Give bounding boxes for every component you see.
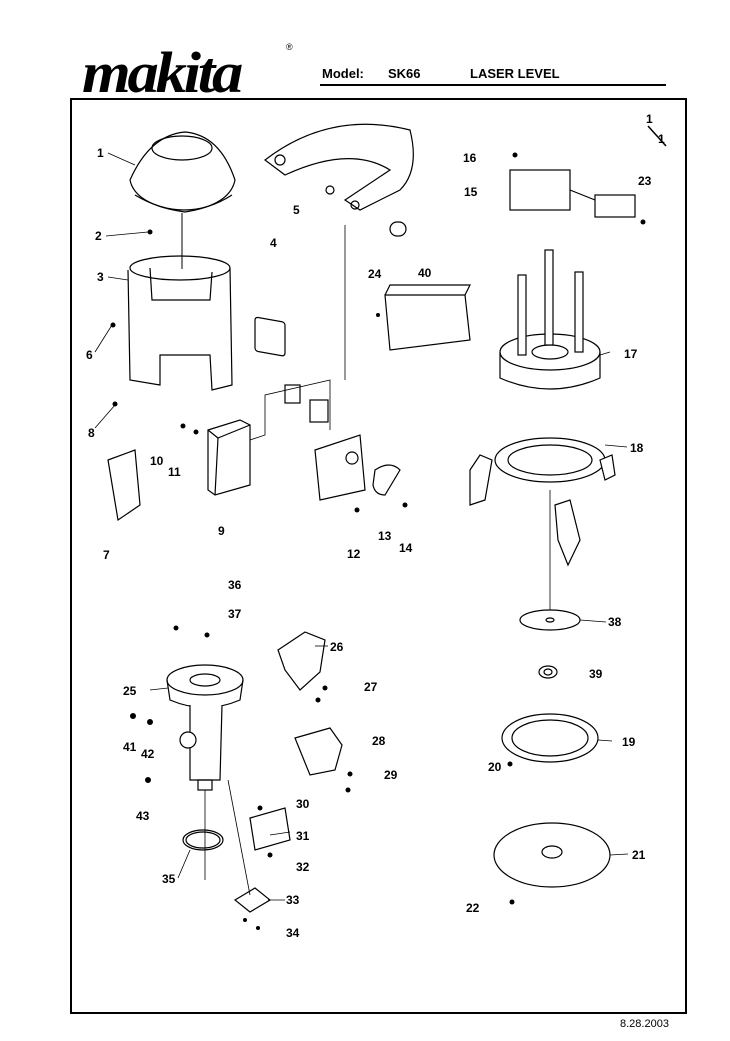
sheet-indicator: 1 1 bbox=[640, 112, 670, 152]
model-value: SK66 bbox=[388, 66, 421, 81]
part-label: 32 bbox=[296, 860, 310, 874]
sheet-number: 1 bbox=[646, 112, 653, 126]
part-label: 16 bbox=[463, 151, 477, 165]
part-label: 11 bbox=[168, 465, 181, 479]
part-label: 24 bbox=[368, 267, 382, 281]
part-housing bbox=[127, 255, 233, 391]
part-cap bbox=[129, 131, 236, 213]
part-label: 19 bbox=[622, 735, 636, 749]
header-underline bbox=[320, 84, 666, 86]
part-label: 2 bbox=[95, 229, 102, 243]
part-main-body bbox=[166, 664, 244, 791]
brand-wordmark: makita bbox=[82, 40, 243, 105]
product-name: LASER LEVEL bbox=[470, 66, 560, 81]
part-label: 12 bbox=[347, 547, 361, 561]
part-label: 28 bbox=[372, 734, 386, 748]
sheet-total: 1 bbox=[658, 132, 665, 146]
model-label: Model: bbox=[322, 66, 364, 81]
part-label: 29 bbox=[384, 768, 398, 782]
part-label: 37 bbox=[228, 607, 242, 621]
part-label: 27 bbox=[364, 680, 378, 694]
part-label: 21 bbox=[632, 848, 646, 862]
part-label: 9 bbox=[218, 524, 225, 538]
part-strap bbox=[264, 123, 414, 211]
part-label: 35 bbox=[162, 872, 176, 886]
part-label: 20 bbox=[488, 760, 502, 774]
part-label: 42 bbox=[141, 747, 155, 761]
part-label: 30 bbox=[296, 797, 310, 811]
part-label: 18 bbox=[630, 441, 644, 455]
part-label: 13 bbox=[378, 529, 392, 543]
registered-mark: ® bbox=[286, 42, 293, 52]
part-label: 7 bbox=[103, 548, 110, 562]
part-tripod-ring bbox=[469, 437, 616, 567]
part-label: 33 bbox=[286, 893, 300, 907]
part-label: 1 bbox=[97, 146, 104, 160]
part-label: 22 bbox=[466, 901, 480, 915]
part-label: 31 bbox=[296, 829, 310, 843]
part-box bbox=[207, 419, 251, 496]
part-label: 14 bbox=[399, 541, 413, 555]
part-label: 38 bbox=[608, 615, 622, 629]
part-label: 17 bbox=[624, 347, 638, 361]
document-date: 8.28.2003 bbox=[620, 1018, 669, 1030]
part-label: 23 bbox=[638, 174, 652, 188]
part-label: 43 bbox=[136, 809, 150, 823]
part-label: 40 bbox=[418, 266, 432, 280]
part-label: 39 bbox=[589, 667, 603, 681]
part-label: 3 bbox=[97, 270, 104, 284]
part-label: 10 bbox=[150, 454, 164, 468]
part-label: 4 bbox=[270, 236, 277, 250]
part-label: 25 bbox=[123, 684, 137, 698]
part-label: 6 bbox=[86, 348, 93, 362]
part-label: 15 bbox=[464, 185, 478, 199]
part-label: 5 bbox=[293, 203, 300, 217]
part-label: 8 bbox=[88, 426, 95, 440]
part-label: 26 bbox=[330, 640, 344, 654]
part-label: 36 bbox=[228, 578, 242, 592]
part-label: 41 bbox=[123, 740, 137, 754]
diagram-frame bbox=[70, 98, 687, 1014]
fraction-slash-icon bbox=[647, 125, 667, 147]
part-rod-base bbox=[499, 249, 601, 390]
part-label: 34 bbox=[286, 926, 300, 940]
makita-logo: makita bbox=[82, 44, 307, 102]
